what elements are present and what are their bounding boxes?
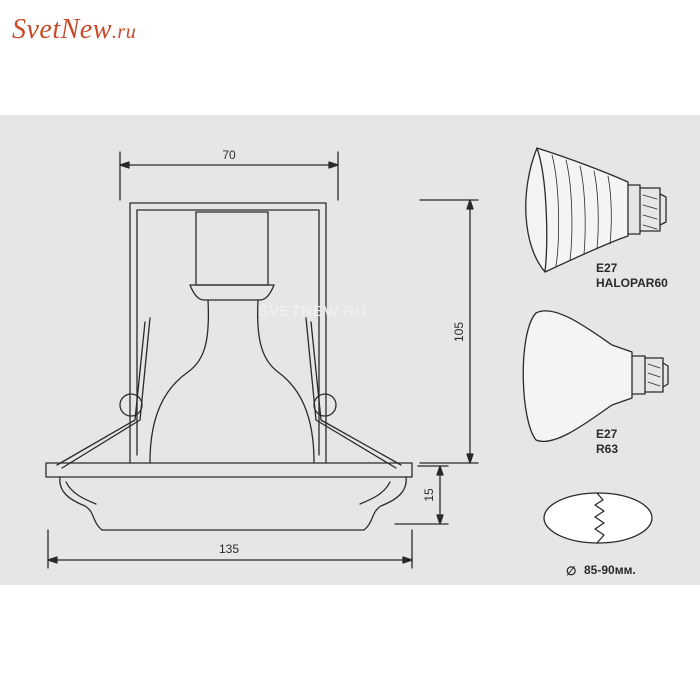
dimension-lines [47,151,479,569]
lamp-1-model: HALOPAR60 [596,276,668,290]
dim-height: 105 [452,322,466,342]
watermark-text: SVETNEW.RU [258,303,367,320]
logo-suffix: .ru [111,21,137,43]
fixture-drawing [45,202,413,531]
logo-main: SvetNew [12,14,112,45]
cutout-ellipse-icon [543,492,653,544]
dim-bottom-width: 135 [219,542,239,556]
dim-flange-height: 15 [422,488,436,502]
lamp-2-socket: E27 [596,427,618,441]
lamp-1-socket: E27 [596,261,618,275]
lamp-2-model: R63 [596,442,618,456]
diameter-symbol: ∅ [566,564,576,578]
dim-top-width: 70 [222,148,236,162]
reflector-lamp-icon [522,310,669,443]
halopar-lamp-icon [525,147,667,273]
cutout-size: 85-90мм. [584,563,636,577]
brand-logo: SvetNew.ru [12,14,136,46]
